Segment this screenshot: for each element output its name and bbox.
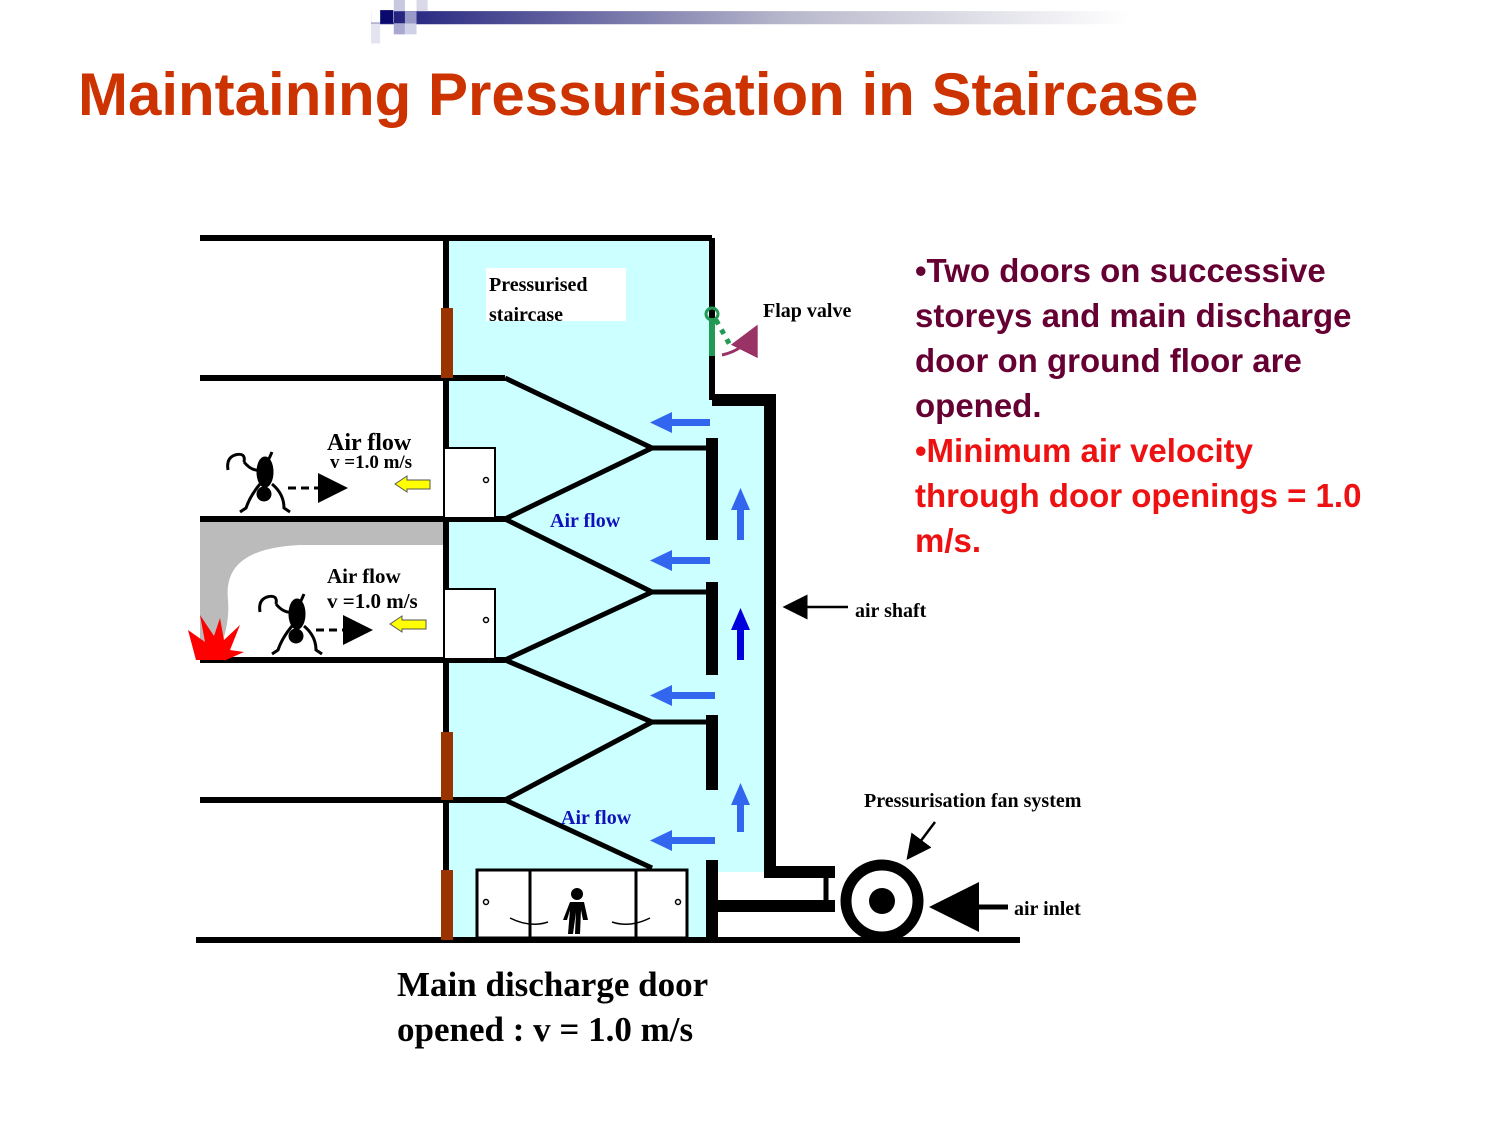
header-square [393, 23, 405, 35]
airflow-up-arrow [731, 783, 750, 832]
staircase-label-line2: staircase [489, 304, 563, 326]
header-gradient-bar [371, 11, 1129, 25]
header-decoration [371, 0, 1129, 44]
flap-valve-label: Flap valve [763, 300, 851, 322]
pressurisation-fan [840, 859, 924, 943]
air-inlet-label: air inlet [1014, 898, 1081, 920]
velocity-label-lower: v =1.0 m/s [327, 589, 418, 613]
staircase-label-box [486, 268, 626, 321]
stair-flights [503, 375, 712, 871]
smoke-plume [200, 520, 446, 660]
airflow-left-arrow [650, 550, 710, 571]
stair-air-flow-label-lower: Air flow [561, 807, 632, 829]
airflow-up-arrow [731, 488, 750, 540]
airflow-arrows-horizontal [650, 412, 715, 851]
header-square [371, 23, 381, 44]
header-square [393, 0, 405, 12]
caption-line1: Main discharge door [397, 965, 709, 1004]
fan-system-label: Pressurisation fan system [864, 790, 1082, 812]
airflow-left-arrow [650, 830, 715, 851]
air-flow-label-lower: Air flow [327, 564, 402, 588]
slide-title: Maintaining Pressurisation in Staircase [78, 61, 1199, 128]
air-flow-label-upper: Air flow [327, 430, 412, 456]
header-square [380, 10, 394, 24]
pressurised-staircase-area [446, 238, 770, 940]
discharge-door-caption: Main discharge door opened : v = 1.0 m/s [397, 962, 708, 1052]
yellow-left-arrow [394, 475, 431, 493]
velocity-label-upper: v =1.0 m/s [330, 452, 412, 473]
header-square [416, 0, 428, 12]
bullet-minimum-velocity: •Minimum air velocity through door openi… [915, 432, 1362, 559]
yellow-left-arrow [389, 615, 427, 633]
air-shaft-walls [706, 394, 835, 940]
stair-air-flow-label-upper: Air flow [550, 510, 621, 532]
open-door-lower [443, 588, 496, 660]
walking-person-icon [563, 888, 588, 934]
person-figure-upper [226, 451, 291, 514]
air-shaft-label: air shaft [855, 600, 927, 622]
airflow-left-arrow [650, 412, 710, 433]
header-square [404, 23, 417, 35]
bullet-doors-opened: •Two doors on successive storeys and mai… [915, 252, 1352, 424]
fire-icon [188, 615, 244, 660]
airflow-arrows-vertical [731, 488, 750, 832]
fan-pointer [906, 821, 936, 860]
open-door-upper [443, 447, 496, 519]
caption-line2: opened : v = 1.0 m/s [397, 1010, 694, 1049]
staircase-label-line1: Pressurised [489, 274, 588, 296]
airflow-left-arrow [650, 685, 715, 706]
header-square [404, 11, 417, 24]
airflow-up-arrow [731, 608, 750, 660]
bullet-list: •Two doors on successive storeys and mai… [915, 248, 1385, 563]
closed-doors [441, 308, 453, 940]
escape-direction-arrows [288, 473, 373, 645]
person-figure-lower [258, 593, 323, 656]
flap-valve [704, 306, 758, 359]
